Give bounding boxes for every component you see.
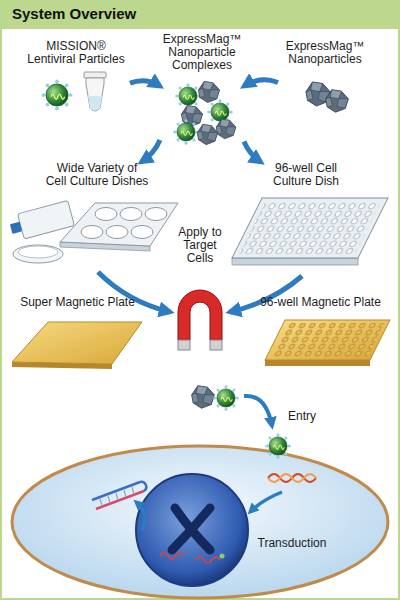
target-cell	[12, 446, 388, 598]
lentiviral-particle	[42, 80, 73, 111]
node-label: ExpressMag™ Nanoparticle Complexes	[160, 33, 244, 72]
shrna-hairpin	[100, 487, 134, 506]
well-plate	[232, 198, 388, 258]
sample-tube	[88, 96, 102, 111]
header-band	[0, 0, 400, 28]
entering-complex	[213, 385, 238, 410]
shrna-hairpin	[96, 491, 144, 509]
well-plate	[239, 202, 381, 254]
culture-flask	[17, 200, 74, 239]
nanoparticle-complex	[197, 124, 217, 144]
dna-helix	[268, 474, 316, 482]
six-well-plate	[145, 208, 167, 221]
node-label: 96-well Magnetic Plate	[248, 296, 393, 309]
panel-frame	[1, 28, 399, 599]
nucleus	[136, 474, 248, 586]
integration-arrow	[250, 492, 282, 512]
nanoparticle-complex	[216, 119, 236, 139]
sample-tube	[84, 72, 106, 78]
sample-tube	[86, 78, 104, 111]
six-well-plate	[60, 203, 178, 246]
node-label: MISSION® Lentiviral Particles	[24, 40, 129, 66]
petri-dish	[13, 245, 63, 263]
flow-arrow	[244, 142, 261, 162]
nanoparticles	[306, 82, 348, 112]
nanoparticle-complex	[173, 82, 235, 145]
nucleus	[220, 554, 225, 559]
well-plate	[232, 258, 358, 265]
node-label: Super Magnetic Plate	[10, 296, 145, 309]
node-label: 96-well Cell Culture Dish	[263, 162, 349, 188]
sample-tube	[84, 72, 106, 111]
component-node: 96-well Cell Culture Dish	[222, 162, 390, 272]
component-node: Super Magnetic Plate	[10, 296, 145, 374]
entry-arrow	[244, 396, 272, 426]
magnetic-well-plate	[265, 320, 390, 360]
magnetic-well-plate	[271, 323, 385, 357]
magnetic-well-plate	[265, 320, 390, 360]
six-well-plate	[95, 208, 117, 221]
component-node: ExpressMag™ Nanoparticle Complexes	[160, 33, 244, 148]
component-node: Wide Variety of Cell Culture Dishes	[12, 162, 182, 267]
expression-arrow	[136, 502, 145, 530]
component-node: 96-well Magnetic Plate	[248, 296, 393, 374]
annotation-label: Transduction	[252, 537, 332, 550]
component-node: MISSION® Lentiviral Particles	[22, 40, 130, 115]
node-label: ExpressMag™ Nanoparticles	[278, 40, 372, 66]
flow-arrow	[244, 80, 278, 86]
six-well-plate	[131, 226, 153, 239]
horseshoe-magnet	[178, 290, 222, 350]
magnetic-plate	[12, 322, 142, 369]
nucleus	[160, 553, 184, 559]
magnetic-plate	[12, 322, 142, 364]
well-plate	[232, 198, 388, 265]
horseshoe-magnet	[178, 290, 222, 340]
magnetic-well-plate	[265, 320, 390, 366]
six-well-plate	[81, 226, 103, 239]
culture-flask	[8, 200, 75, 241]
annotation-label: Entry	[282, 410, 322, 423]
shrna-hairpin	[140, 482, 146, 491]
flow-arrow	[130, 81, 160, 86]
six-well-plate	[60, 203, 178, 251]
dna-helix	[268, 474, 316, 482]
nanoparticle-complex	[199, 82, 220, 103]
petri-dish	[18, 246, 58, 258]
entering-complex	[265, 433, 290, 458]
dna-helix	[268, 474, 316, 482]
well-plate	[232, 198, 388, 258]
culture-flask	[8, 200, 75, 241]
nucleus	[196, 557, 220, 563]
annotation-label: Apply to Target Cells	[172, 226, 228, 265]
entering-complex	[192, 385, 291, 458]
component-node: ExpressMag™ Nanoparticles	[278, 40, 372, 115]
nanoparticles	[326, 90, 349, 113]
diagram-title: System Overview	[12, 5, 136, 23]
culture-flask	[10, 222, 22, 234]
nanoparticle-complex	[173, 119, 198, 144]
lentiviral-particle	[42, 80, 73, 111]
horseshoe-magnet	[210, 340, 222, 350]
flow-arrow	[141, 140, 160, 162]
horseshoe-magnet	[178, 340, 190, 350]
node-label: Wide Variety of Cell Culture Dishes	[45, 162, 149, 188]
six-well-plate	[120, 208, 142, 221]
entering-complex	[192, 386, 215, 409]
petri-dish	[13, 245, 63, 263]
magnetic-well-plate	[265, 360, 370, 366]
nucleus	[172, 508, 210, 550]
nucleus	[136, 474, 248, 586]
six-well-plate	[106, 226, 128, 239]
nanoparticle-complex	[175, 83, 200, 108]
